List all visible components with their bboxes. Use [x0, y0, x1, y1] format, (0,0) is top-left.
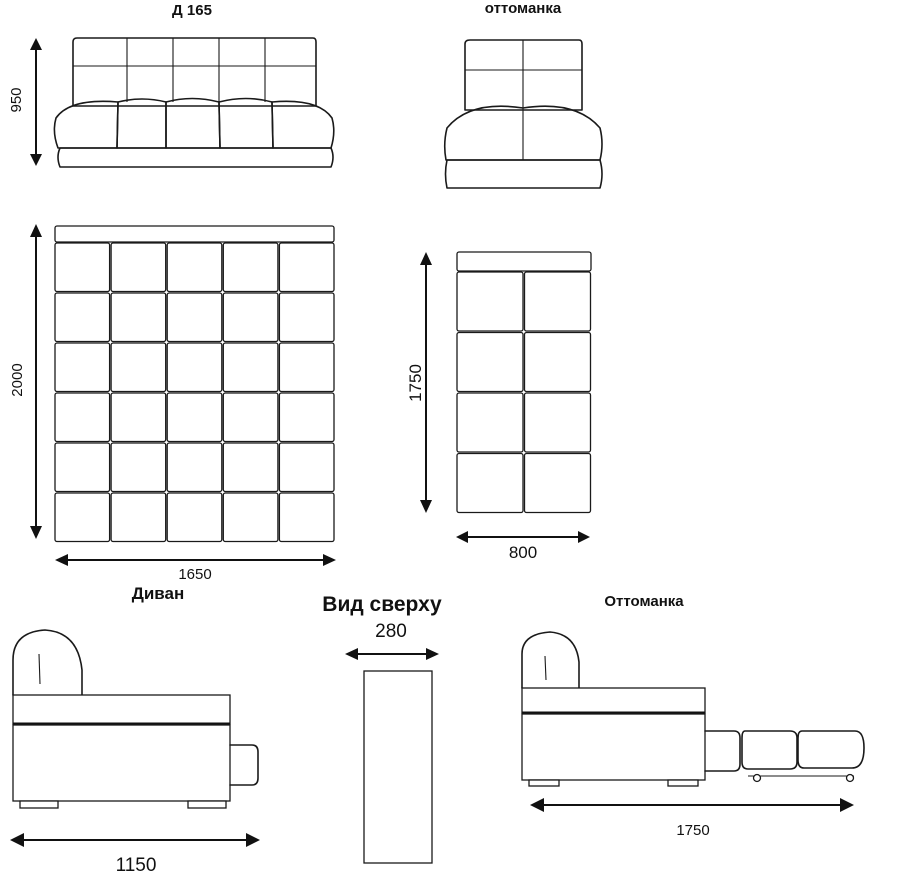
sofa-front-title: Д 165 [172, 2, 212, 19]
sofa-bed-cushion [166, 492, 223, 543]
ottoman-bed-length-label: 1750 [406, 364, 425, 402]
sofa-bed-cushion [278, 492, 335, 543]
ottoman-front-view [443, 39, 603, 189]
ottoman-bed-cushion [523, 271, 592, 332]
ottoman-bed-cushion [523, 392, 592, 453]
sofa-bed-cushion [222, 242, 279, 293]
ottoman-bed-cushion [456, 271, 524, 332]
ottoman-side-length-arrow [530, 798, 854, 812]
sofa-bed-cushion [54, 342, 111, 393]
sofa-bed-cushion [54, 492, 111, 543]
ottoman-bed-cushion [456, 392, 524, 453]
sofa-side-depth-label: 1150 [116, 855, 157, 873]
sofa-bed-cushion [166, 442, 223, 493]
sofa-bed-cushion [278, 392, 335, 443]
sofa-bed-cushion [110, 442, 167, 493]
ottoman-bed-cushion [456, 331, 524, 393]
sofa-bed-cushion [222, 492, 279, 543]
ottoman-bed-cushion [456, 452, 524, 514]
top-view-width-label: 280 [375, 621, 407, 642]
sofa-height-label: 950 [8, 87, 25, 112]
ottoman-top-view [456, 251, 592, 514]
sofa-bed-cushion [110, 492, 167, 543]
sofa-bed-cushion [110, 242, 167, 293]
sofa-height-arrow [30, 38, 42, 166]
sofa-top-view [54, 225, 335, 543]
sofa-side-title: Диван [132, 584, 185, 603]
ottoman-bed-width-label: 800 [509, 543, 537, 562]
ottoman-bed-cushion [523, 331, 592, 393]
sofa-bed-cushion [222, 392, 279, 443]
sofa-bed-cushion [54, 392, 111, 443]
sofa-side-view [12, 629, 259, 809]
sofa-bed-length-arrow [30, 224, 42, 539]
sofa-bed-cushion [222, 442, 279, 493]
sofa-bed-cushion [278, 342, 335, 393]
ottoman-side-title: Оттоманка [604, 593, 684, 610]
ottoman-bed-width-arrow [456, 531, 590, 543]
sofa-bed-width-label: 1650 [178, 566, 211, 583]
sofa-bed-cushion [54, 242, 111, 293]
sofa-bed-cushion [278, 242, 335, 293]
sofa-bed-cushion [166, 242, 223, 293]
ottoman-bed-cushion-grid [456, 271, 592, 514]
ottoman-front-title: оттоманка [485, 0, 562, 17]
top-view-bar [363, 670, 433, 864]
top-view-title: Вид сверху [322, 593, 442, 616]
sofa-bed-cushion [166, 392, 223, 443]
sofa-front-view [53, 37, 335, 168]
sofa-side-depth-arrow [10, 833, 260, 847]
sofa-bed-cushion [54, 292, 111, 343]
sofa-bed-cushion [222, 292, 279, 343]
sofa-bed-cushion [110, 292, 167, 343]
sofa-bed-cushion [110, 392, 167, 443]
ottoman-bed-cushion [523, 452, 592, 514]
sofa-bed-cushion [278, 292, 335, 343]
sofa-bed-cushion [54, 442, 111, 493]
sofa-bed-width-arrow [55, 554, 336, 566]
ottoman-bed-length-arrow [420, 252, 432, 513]
sofa-bed-cushion [278, 442, 335, 493]
sofa-bed-cushion [110, 342, 167, 393]
sofa-bed-cushion [166, 292, 223, 343]
ottoman-side-view [521, 631, 865, 787]
ottoman-side-length-label: 1750 [676, 822, 709, 839]
sofa-bed-cushion [166, 342, 223, 393]
sofa-bed-cushion-grid [54, 242, 335, 543]
top-view-width-arrow [345, 648, 439, 660]
sofa-bed-length-label: 2000 [9, 363, 26, 396]
sofa-bed-cushion [222, 342, 279, 393]
